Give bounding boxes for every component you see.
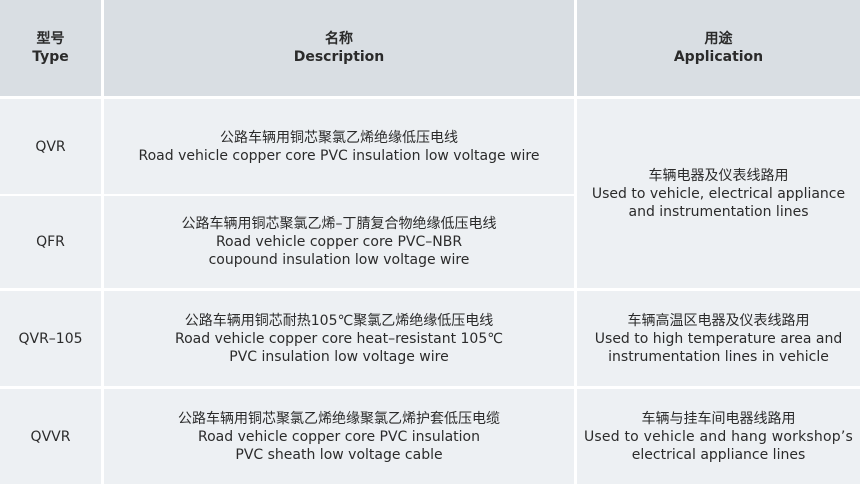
type-value: QFR <box>36 234 65 250</box>
application-en: Used to vehicle, electrical appliance <box>591 185 846 202</box>
header-application: 用途 Application <box>577 0 860 96</box>
header-application-cn: 用途 <box>704 31 733 47</box>
header-type: 型号 Type <box>0 0 101 96</box>
description-en: Road vehicle copper core PVC insulation … <box>138 147 540 164</box>
type-value: QVVR <box>30 428 71 445</box>
header-type-cn: 型号 <box>36 31 65 47</box>
row-qvr105-type: QVR–105 <box>0 291 101 386</box>
application-en-2: electrical appliance lines <box>631 446 806 463</box>
row-qvvr-description: 公路车辆用铜芯聚氯乙烯绝缘聚氯乙烯护套低压电缆 Road vehicle cop… <box>104 389 574 484</box>
header-description-en: Description <box>293 49 385 65</box>
header-type-en: Type <box>32 49 69 65</box>
row-qvvr-application: 车辆与挂车间电器线路用 Used to vehicle and hang wor… <box>577 389 860 484</box>
row-qvvr-type: QVVR <box>0 389 101 484</box>
application-en: Used to high temperature area and <box>594 330 843 347</box>
header-application-en: Application <box>673 49 764 65</box>
description-en-2: coupound insulation low voltage wire <box>208 252 470 268</box>
application-cn: 车辆与挂车间电器线路用 <box>641 410 796 427</box>
header-description: 名称 Description <box>104 0 574 96</box>
application-merged: 车辆电器及仪表线路用 Used to vehicle, electrical a… <box>577 99 860 288</box>
application-en-2: and instrumentation lines <box>628 203 809 220</box>
type-value: QVR–105 <box>18 330 83 347</box>
description-en: Road vehicle copper core PVC insulation <box>198 428 480 445</box>
row-qvr-description: 公路车辆用铜芯聚氯乙烯绝缘低压电线 Road vehicle copper co… <box>104 99 574 194</box>
row-qfr-description: 公路车辆用铜芯聚氯乙烯–丁腈复合物绝缘低压电线 Road vehicle cop… <box>104 196 574 288</box>
description-cn: 公路车辆用铜芯聚氯乙烯绝缘聚氯乙烯护套低压电缆 <box>178 410 500 427</box>
description-en: Road vehicle copper core heat–resistant … <box>175 330 503 347</box>
application-cn: 车辆电器及仪表线路用 <box>648 167 789 184</box>
application-en: Used to vehicle and hang workshop’s <box>583 428 853 445</box>
row-qvr105-application: 车辆高温区电器及仪表线路用 Used to high temperature a… <box>577 291 860 386</box>
description-cn: 公路车辆用铜芯聚氯乙烯–丁腈复合物绝缘低压电线 <box>181 216 497 232</box>
description-cn: 公路车辆用铜芯耐热105℃聚氯乙烯绝缘低压电线 <box>184 312 494 329</box>
type-value: QVR <box>35 138 66 155</box>
description-en: Road vehicle copper core PVC–NBR <box>215 234 463 250</box>
row-qfr-type: QFR <box>0 196 101 288</box>
application-cn: 车辆高温区电器及仪表线路用 <box>627 312 810 329</box>
description-cn: 公路车辆用铜芯聚氯乙烯绝缘低压电线 <box>220 129 458 146</box>
row-qvr-type: QVR <box>0 99 101 194</box>
header-description-cn: 名称 <box>325 31 353 47</box>
description-en-2: PVC insulation low voltage wire <box>229 348 449 365</box>
row-qvr105-description: 公路车辆用铜芯耐热105℃聚氯乙烯绝缘低压电线 Road vehicle cop… <box>104 291 574 386</box>
application-en-2: instrumentation lines in vehicle <box>608 348 829 365</box>
description-en-2: PVC sheath low voltage cable <box>235 446 443 463</box>
